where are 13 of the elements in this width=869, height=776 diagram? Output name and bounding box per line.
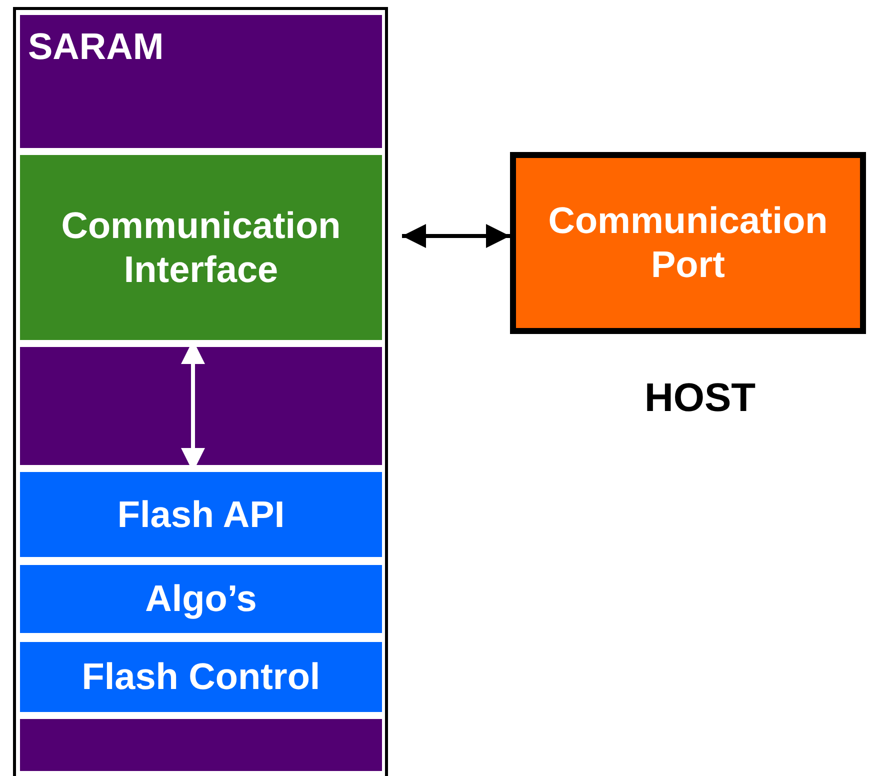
block-label: Flash API xyxy=(116,492,286,536)
memory-block xyxy=(20,565,382,633)
group-label: HOST xyxy=(643,375,757,421)
block-label: Communication Interface xyxy=(60,204,342,292)
block-label: Algo’s xyxy=(144,577,258,621)
memory-block xyxy=(20,155,382,340)
block-label: SARAM xyxy=(27,25,165,69)
memory-block xyxy=(20,472,382,557)
double-arrow xyxy=(402,224,510,248)
memory-block xyxy=(20,642,382,712)
port-box xyxy=(510,152,866,334)
block-label: Communication Port xyxy=(547,199,829,287)
block-label: Flash Control xyxy=(80,655,322,699)
